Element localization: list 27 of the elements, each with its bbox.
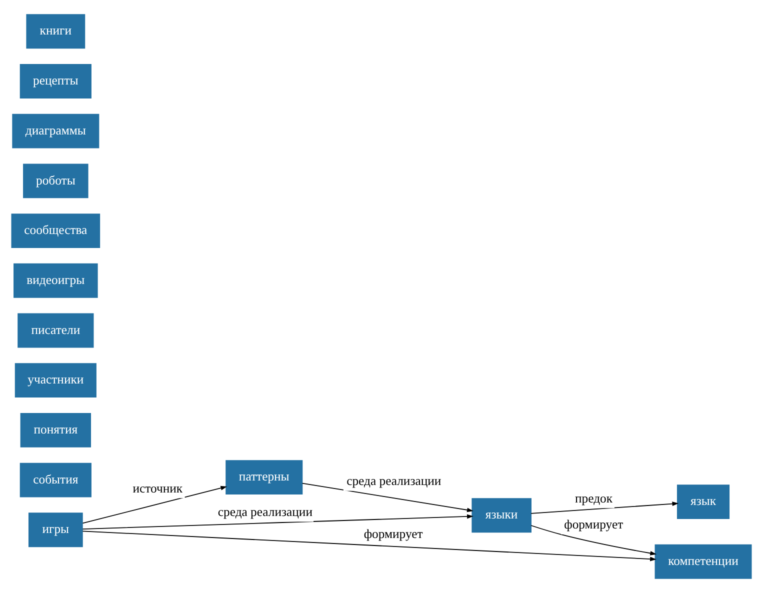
node-box: игры — [28, 512, 83, 548]
arrow — [530, 502, 679, 514]
node-box: участники — [14, 363, 96, 398]
node-box: сообщества — [11, 214, 100, 248]
node-box: события — [20, 462, 92, 498]
node-box: языки — [472, 498, 532, 533]
node-box: диаграммы — [12, 114, 100, 148]
node-box: видеоигры — [14, 263, 98, 298]
arrow — [302, 482, 474, 512]
node-box: роботы — [23, 164, 88, 198]
edge-label: формирует — [564, 518, 624, 532]
node-box: понятия — [20, 412, 92, 448]
arrow — [82, 530, 656, 562]
arrow — [530, 525, 657, 556]
edge-label: среда реализации — [346, 474, 442, 488]
node-box: компетенции — [654, 544, 752, 579]
node-box: книги — [26, 14, 86, 49]
node-box: паттерны — [226, 460, 303, 495]
edge-label: предок — [575, 491, 613, 506]
edge-label: источник — [132, 481, 183, 496]
arrow — [82, 486, 228, 524]
edge-label: формирует — [364, 526, 423, 541]
node-box: рецепты — [20, 64, 92, 98]
node-box: писатели — [18, 313, 94, 348]
node-box: язык — [676, 484, 730, 519]
arrow — [82, 514, 474, 530]
edge-label: среда реализации — [218, 505, 312, 520]
